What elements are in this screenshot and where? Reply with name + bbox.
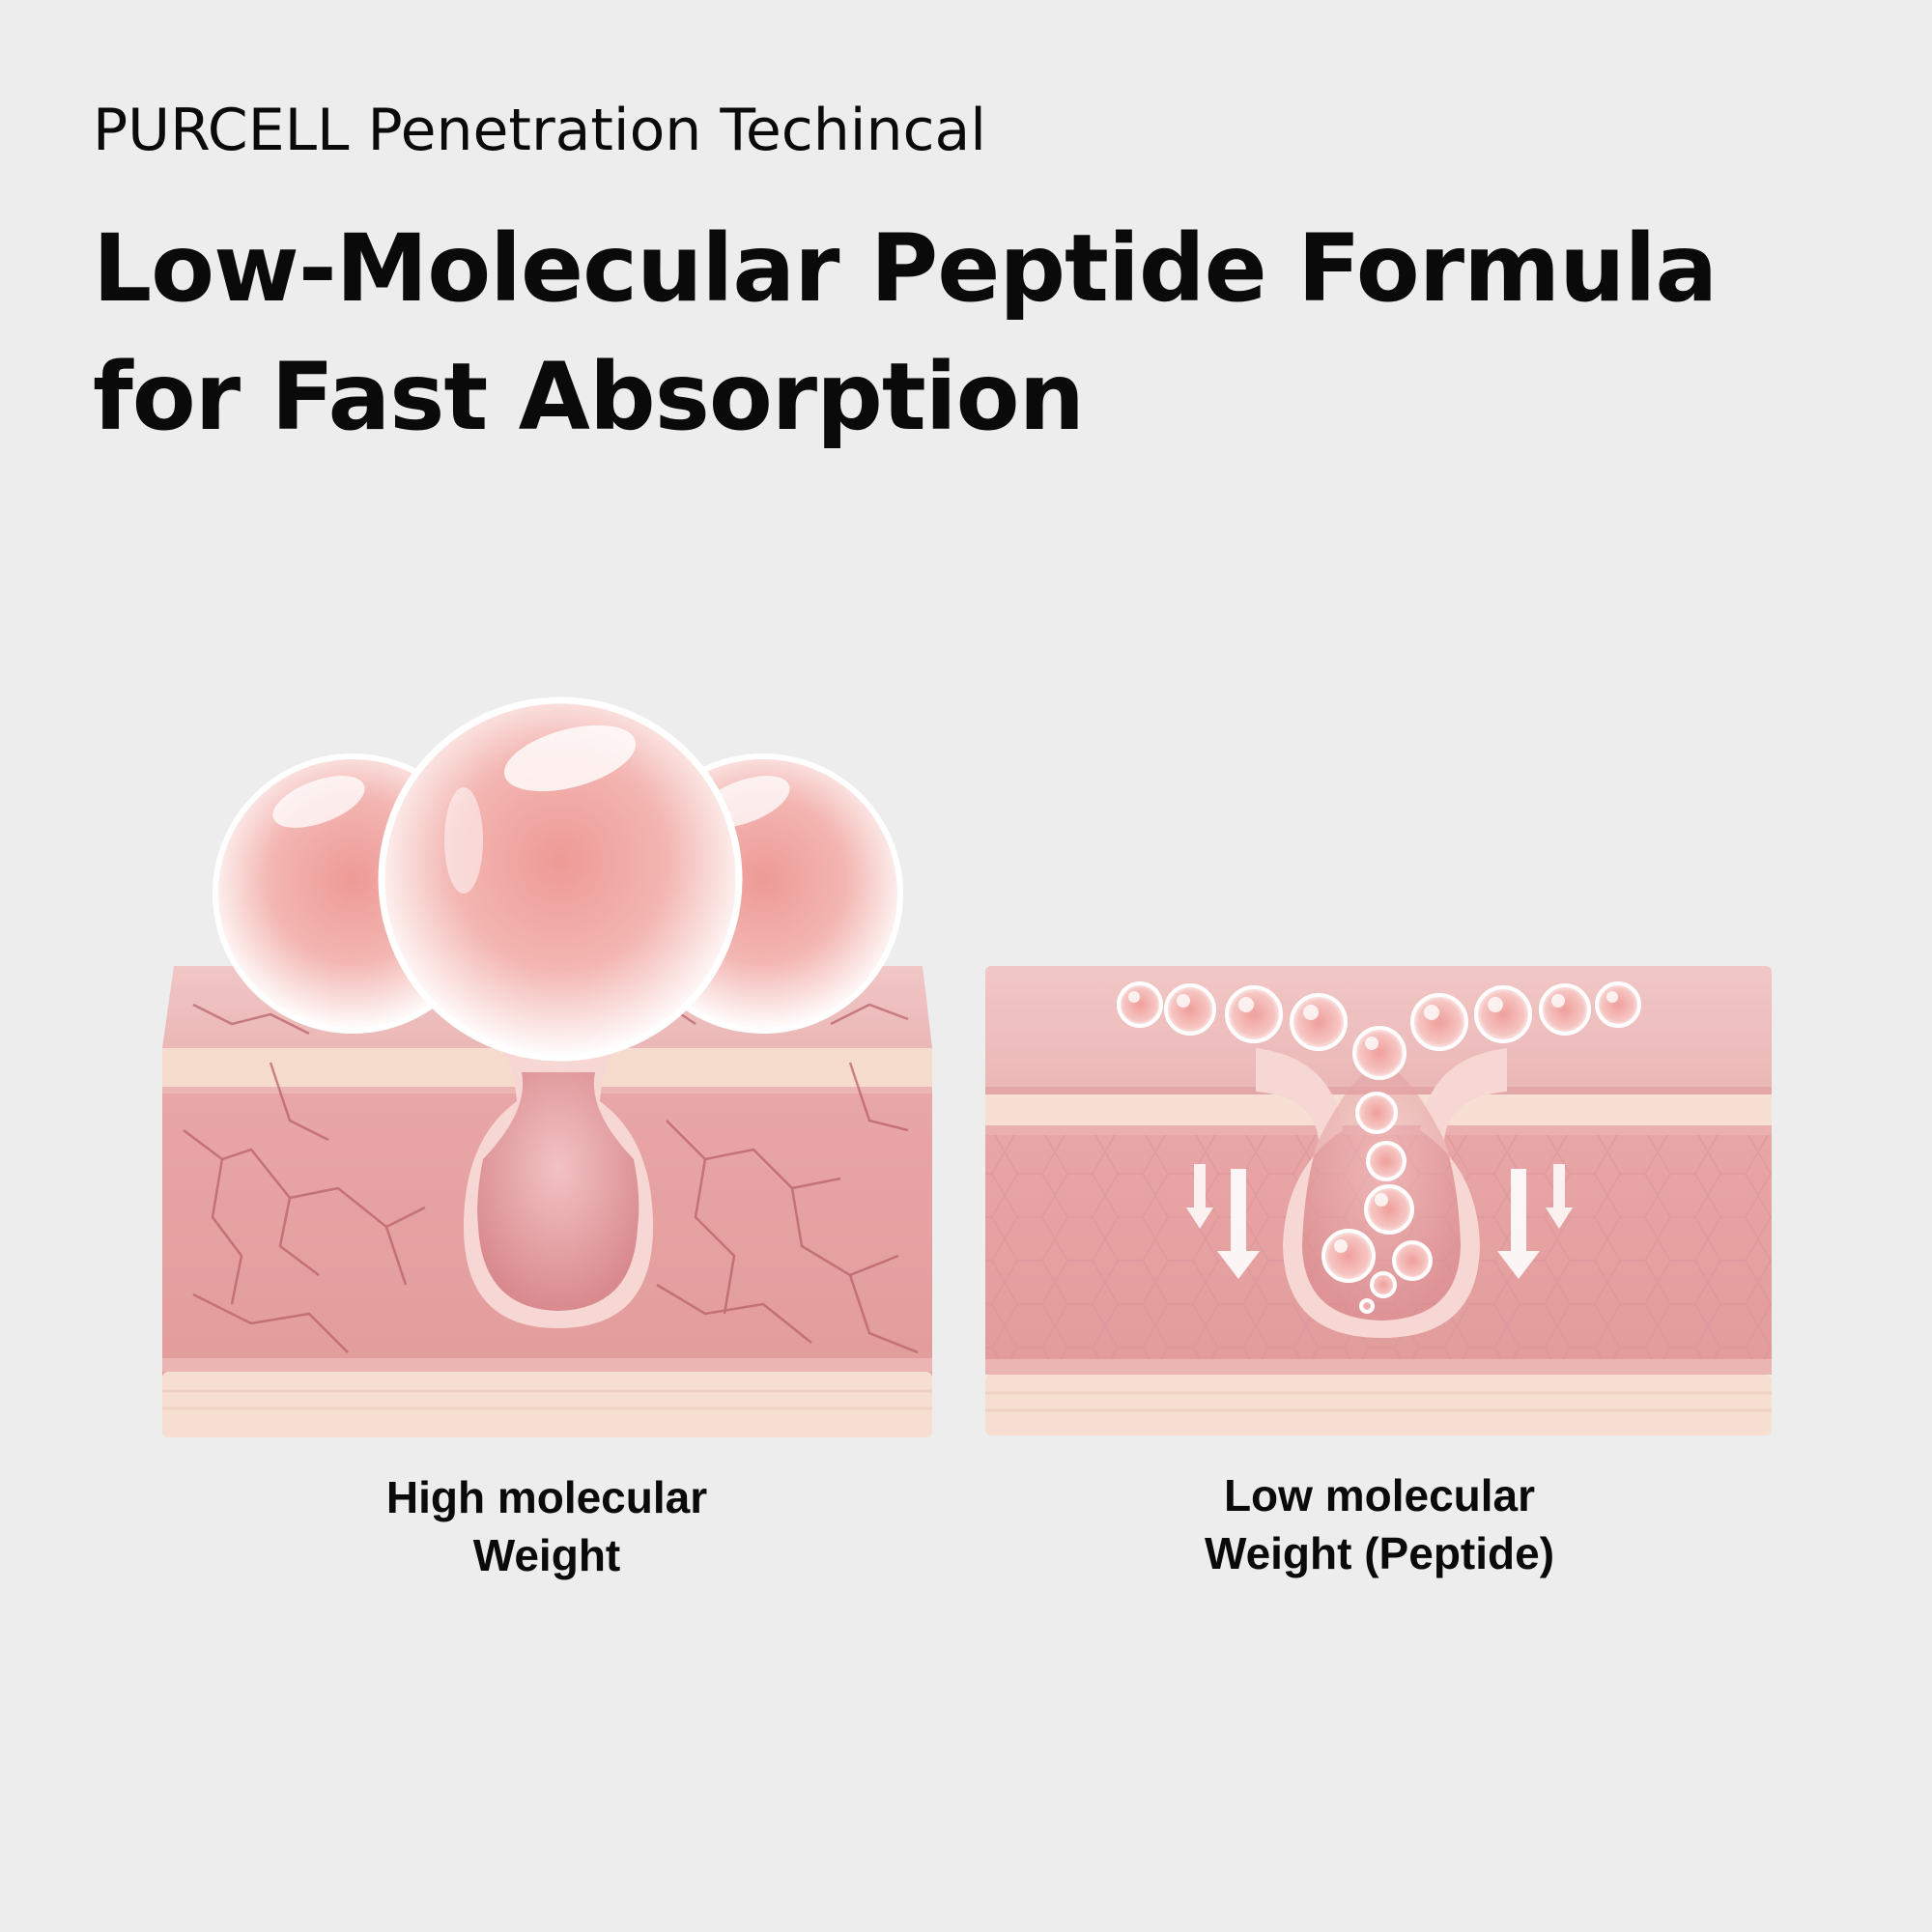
caption-high-molecular: High molecular Weight <box>209 1468 885 1584</box>
down-arrow-icon <box>1546 1164 1573 1229</box>
caption-low-molecular: Low molecular Weight (Peptide) <box>1041 1466 1718 1582</box>
skin-pore-left <box>464 1048 653 1328</box>
page-kicker: PURCELL Penetration Techincal <box>93 97 986 164</box>
caption-high-line-1: High molecular <box>385 1472 708 1522</box>
caption-high-line-2: Weight <box>472 1530 621 1580</box>
large-molecule-bubbles <box>213 696 903 1062</box>
caption-low-line-2: Weight (Peptide) <box>1204 1528 1555 1578</box>
skin-cracks-icon <box>183 1003 919 1354</box>
page-title-line-2: for Fast Absorption <box>93 343 1085 451</box>
page-title: Low-Molecular Peptide Formula for Fast A… <box>93 205 1718 462</box>
small-molecule-bubbles <box>1117 981 1641 1314</box>
down-arrow-icon <box>1186 1164 1213 1229</box>
page-title-line-1: Low-Molecular Peptide Formula <box>93 214 1718 323</box>
down-arrow-icon <box>1217 1169 1260 1279</box>
caption-low-line-1: Low molecular <box>1223 1470 1536 1520</box>
molecule-bubble-icon <box>378 696 743 1062</box>
down-arrow-icon <box>1497 1169 1540 1279</box>
